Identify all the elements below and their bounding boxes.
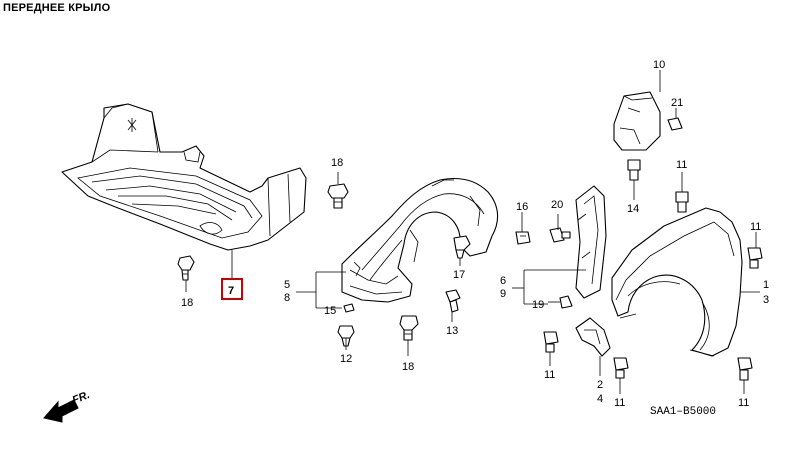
bolt-20[interactable] — [549, 227, 571, 243]
bolt-11-bottom-right[interactable] — [737, 357, 753, 381]
clip-15[interactable] — [343, 303, 355, 313]
callout-5[interactable]: 5 — [284, 279, 290, 291]
callout-19[interactable]: 19 — [532, 299, 544, 311]
direction-label: FR. — [71, 389, 92, 407]
callout-13[interactable]: 13 — [446, 325, 458, 337]
front-direction-arrow-icon — [43, 399, 79, 423]
bolt-19[interactable] — [548, 295, 573, 309]
page-title: ПЕРЕДНЕЕ КРЫЛО — [3, 2, 111, 14]
bolt-11-lower-left[interactable] — [543, 331, 559, 353]
bolt-13[interactable] — [445, 289, 461, 313]
leader-lines — [185, 70, 760, 394]
inner-fender[interactable] — [341, 177, 499, 303]
callout-12[interactable]: 12 — [340, 353, 352, 365]
callout-11[interactable]: 11 — [750, 221, 761, 233]
callout-7[interactable]: 7 — [228, 285, 234, 297]
clip-16[interactable] — [515, 231, 531, 245]
upper-fender-cover[interactable] — [613, 91, 661, 151]
front-fender[interactable] — [611, 207, 743, 357]
callout-15[interactable]: 15 — [324, 305, 336, 317]
fender-bracket[interactable] — [575, 185, 607, 299]
callout-16[interactable]: 16 — [516, 201, 528, 213]
callout-18[interactable]: 18 — [402, 361, 414, 373]
under-cover[interactable] — [61, 103, 307, 251]
bolt-21[interactable] — [667, 117, 683, 131]
diagram-code: SAA1–B5000 — [650, 406, 716, 418]
bolt-11-right[interactable] — [747, 247, 763, 269]
callout-1[interactable]: 1 — [763, 279, 769, 291]
clip-18-left[interactable] — [177, 255, 195, 281]
callout-3[interactable]: 3 — [763, 294, 769, 306]
callout-10[interactable]: 10 — [653, 59, 665, 71]
bolt-14[interactable] — [627, 159, 641, 181]
callout-17[interactable]: 17 — [453, 269, 465, 281]
clip-18-top[interactable] — [327, 183, 349, 209]
callout-18[interactable]: 18 — [181, 297, 193, 309]
clip-17[interactable] — [453, 235, 471, 259]
callout-6[interactable]: 6 — [500, 275, 506, 287]
bolt-11-top[interactable] — [675, 191, 689, 213]
callout-11[interactable]: 11 — [676, 159, 687, 171]
lower-bracket[interactable] — [575, 317, 611, 357]
callout-21[interactable]: 21 — [671, 97, 683, 109]
callout-11[interactable]: 11 — [544, 369, 555, 381]
callout-4[interactable]: 4 — [597, 393, 603, 405]
callout-8[interactable]: 8 — [284, 292, 290, 304]
callout-20[interactable]: 20 — [551, 199, 563, 211]
callout-18[interactable]: 18 — [331, 157, 343, 169]
callout-11[interactable]: 11 — [738, 397, 749, 409]
callout-9[interactable]: 9 — [500, 288, 506, 300]
callout-11[interactable]: 11 — [614, 397, 625, 409]
highlight-box-7 — [221, 278, 243, 300]
callout-2[interactable]: 2 — [597, 379, 603, 391]
callout-14[interactable]: 14 — [627, 203, 639, 215]
clip-18-bottom[interactable] — [399, 315, 419, 341]
bolt-11-lower-center[interactable] — [613, 357, 629, 379]
